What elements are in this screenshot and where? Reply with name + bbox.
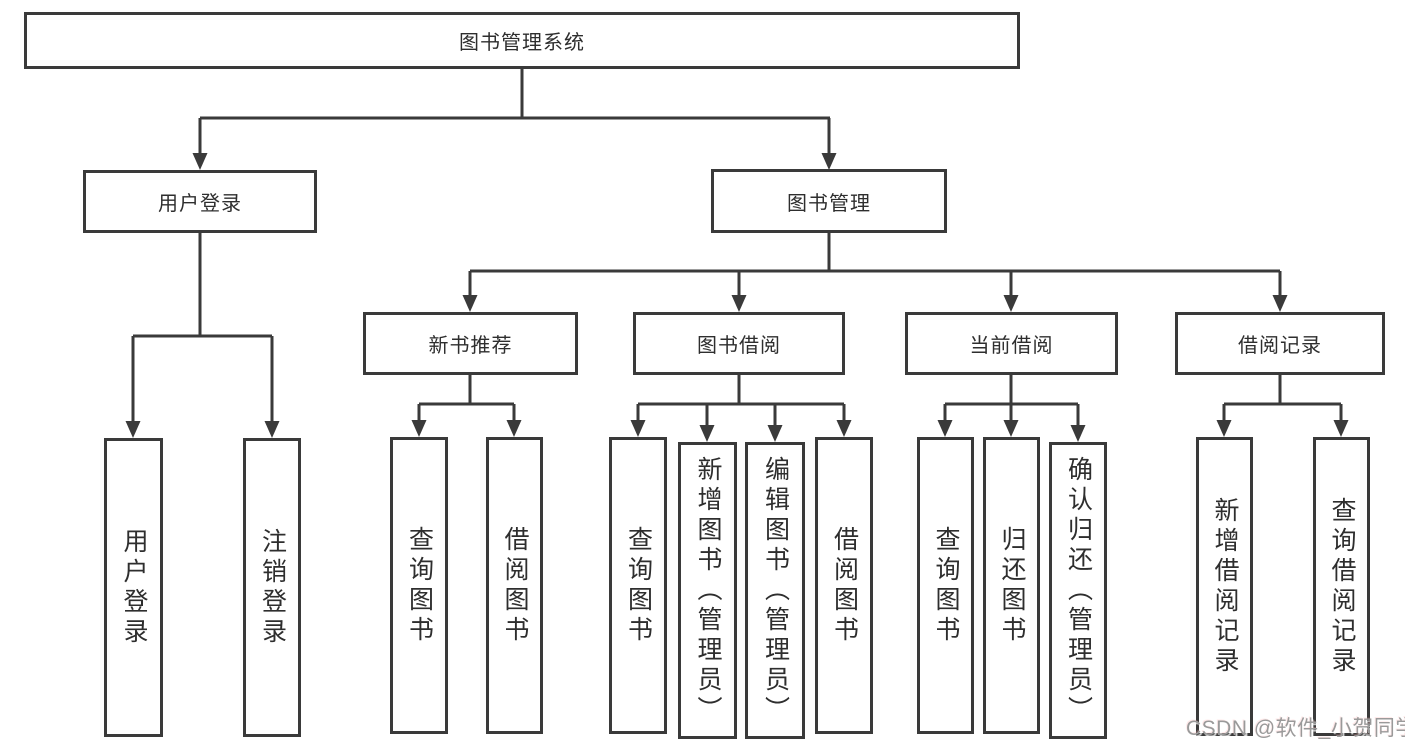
leaf-bb-edit-book-admin: 编辑图书（管理员） (745, 442, 805, 739)
leaf-cb-confirm-return-admin: 确认归还（管理员） (1049, 442, 1107, 739)
node-user-login-label: 用户登录 (158, 193, 242, 215)
leaf-nb-query-book: 查询图书 (390, 437, 448, 734)
leaf-br-add-record-label: 新增借阅记录 (1211, 496, 1239, 677)
leaf-cb-query-book: 查询图书 (917, 437, 974, 734)
leaf-nb-query-book-label: 查询图书 (405, 525, 434, 646)
leaf-nb-borrow-book: 借阅图书 (486, 437, 543, 734)
node-book-management: 图书管理 (711, 169, 947, 233)
leaf-logout-label: 注销登录 (258, 527, 287, 648)
leaf-bb-borrow-book-label: 借阅图书 (830, 525, 859, 646)
leaf-cb-return-book: 归还图书 (983, 437, 1040, 734)
leaf-nb-borrow-book-label: 借阅图书 (501, 525, 529, 646)
leaf-logout: 注销登录 (243, 438, 301, 737)
leaf-br-add-record: 新增借阅记录 (1196, 437, 1253, 736)
leaf-bb-add-book-admin: 新增图书（管理员） (678, 442, 737, 739)
leaf-user-login-label: 用户登录 (120, 527, 148, 648)
leaf-bb-query-book-label: 查询图书 (624, 525, 653, 646)
node-new-book-recommend-label: 新书推荐 (428, 335, 513, 357)
leaf-bb-query-book: 查询图书 (609, 437, 667, 734)
leaf-bb-edit-book-admin-label: 编辑图书（管理员） (761, 455, 790, 726)
node-book-borrow: 图书借阅 (633, 312, 845, 375)
leaf-user-login: 用户登录 (104, 438, 163, 737)
node-borrow-records: 借阅记录 (1175, 312, 1385, 375)
node-book-management-label: 图书管理 (787, 192, 871, 215)
leaf-br-query-record-label: 查询借阅记录 (1328, 496, 1356, 677)
node-current-borrow-label: 当前借阅 (969, 335, 1054, 357)
leaf-bb-borrow-book: 借阅图书 (815, 437, 873, 734)
leaf-cb-return-book-label: 归还图书 (998, 525, 1026, 646)
node-book-borrow-label: 图书借阅 (697, 335, 781, 357)
leaf-cb-query-book-label: 查询图书 (932, 525, 960, 646)
csdn-watermark: CSDN @软件_小贺同学 (1186, 717, 1405, 740)
node-new-book-recommend: 新书推荐 (363, 312, 578, 375)
node-current-borrow: 当前借阅 (905, 312, 1118, 375)
node-library-system-label: 图书管理系统 (459, 32, 585, 54)
node-library-system: 图书管理系统 (24, 12, 1020, 69)
leaf-br-query-record: 查询借阅记录 (1313, 437, 1370, 736)
leaf-cb-confirm-return-admin-label: 确认归还（管理员） (1064, 455, 1093, 726)
leaf-bb-add-book-admin-label: 新增图书（管理员） (694, 455, 722, 726)
node-borrow-records-label: 借阅记录 (1238, 335, 1322, 357)
node-user-login: 用户登录 (83, 170, 317, 233)
